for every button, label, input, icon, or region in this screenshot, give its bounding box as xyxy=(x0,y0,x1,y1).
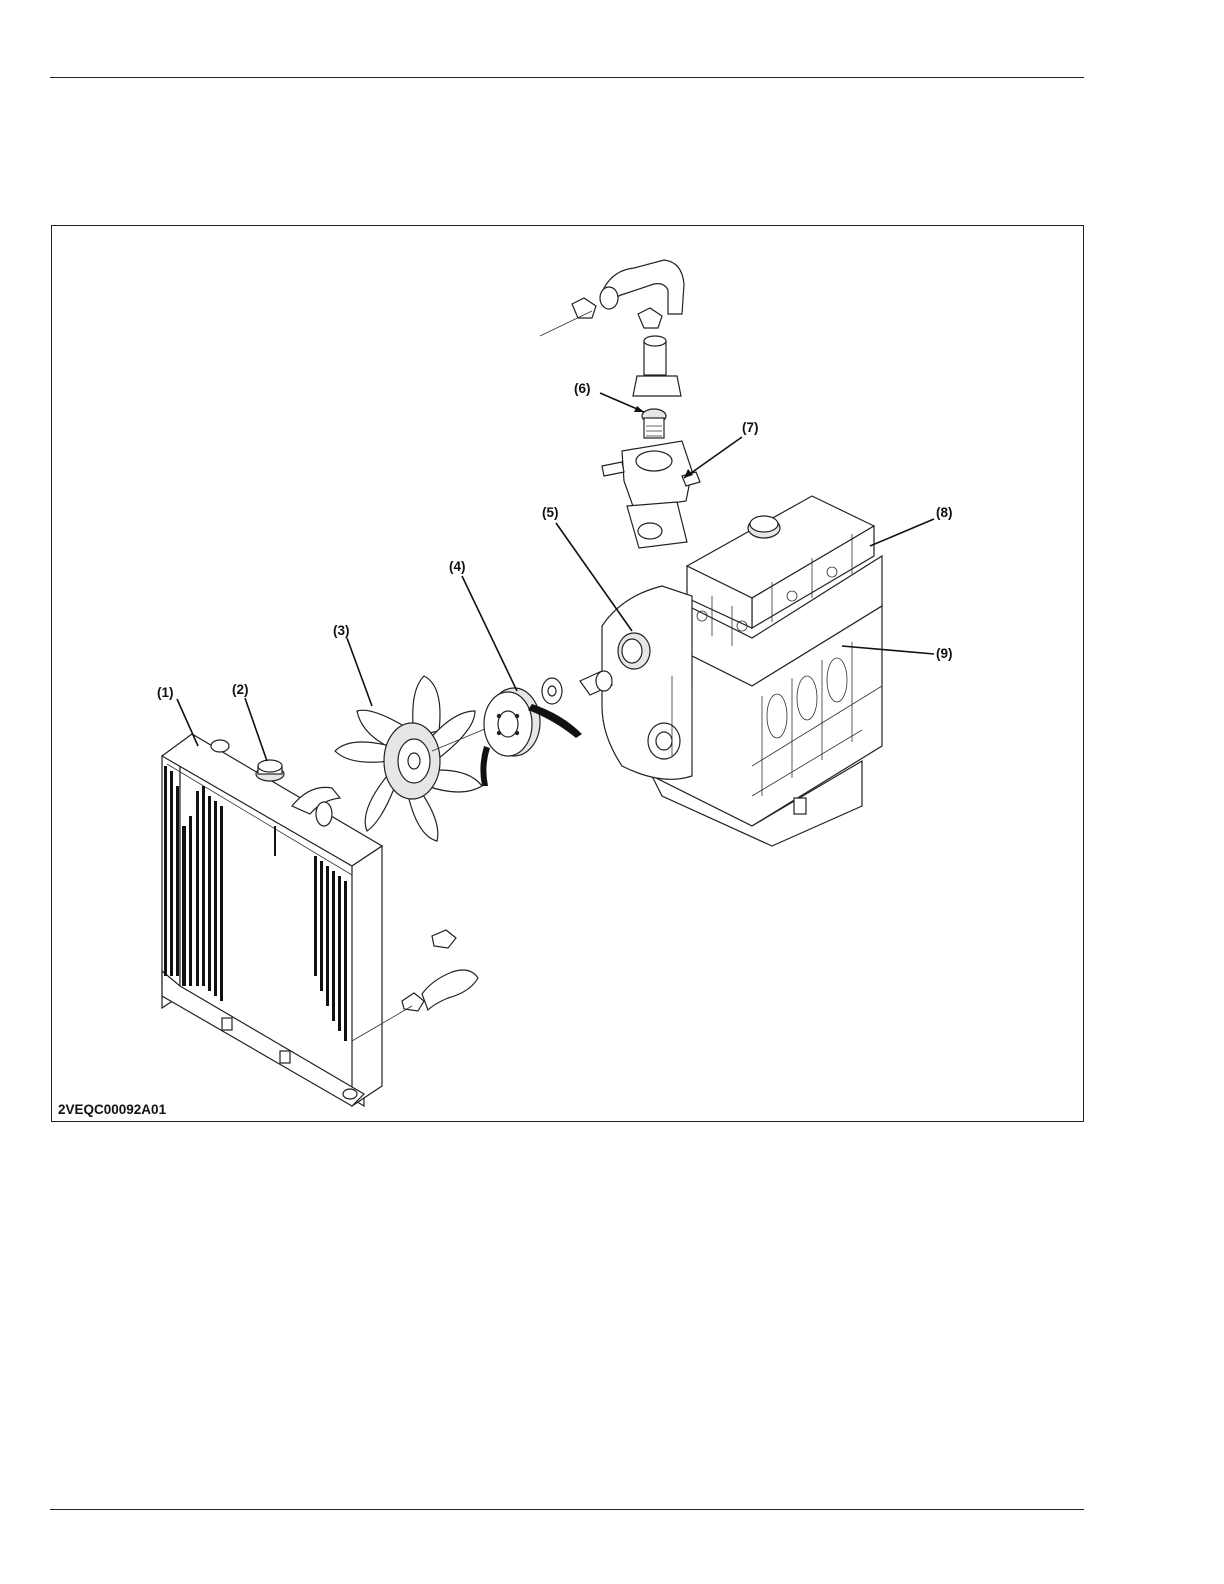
callout-3: (3) xyxy=(333,623,350,638)
callout-2: (2) xyxy=(232,682,249,697)
leader-5 xyxy=(556,523,632,631)
figure-id: 2VEQC00092A01 xyxy=(58,1102,166,1117)
leader-7 xyxy=(684,437,742,478)
callout-9: (9) xyxy=(936,646,953,661)
callout-7: (7) xyxy=(742,420,759,435)
engine-drawing xyxy=(580,496,882,846)
callout-1: (1) xyxy=(157,685,174,700)
cooling-system-illustration: (1) (2) (3) (4) (5) (6) (7) (8) (9) xyxy=(52,226,1084,1122)
callout-8: (8) xyxy=(936,505,953,520)
leader-4 xyxy=(462,576,517,691)
leader-2 xyxy=(245,698,267,761)
header-rule xyxy=(50,77,1084,78)
pulley-belt-drawing xyxy=(480,678,582,786)
exploded-diagram-figure: (1) (2) (3) (4) (5) (6) (7) (8) (9) 2VEQ… xyxy=(51,225,1084,1122)
thermostat-housing-drawing xyxy=(540,260,700,548)
leader-8 xyxy=(870,519,934,546)
callout-5: (5) xyxy=(542,505,559,520)
callout-6: (6) xyxy=(574,381,591,396)
callout-4: (4) xyxy=(449,559,466,574)
fan-drawing xyxy=(335,676,497,841)
footer-rule xyxy=(50,1509,1084,1510)
leader-3 xyxy=(347,638,372,706)
